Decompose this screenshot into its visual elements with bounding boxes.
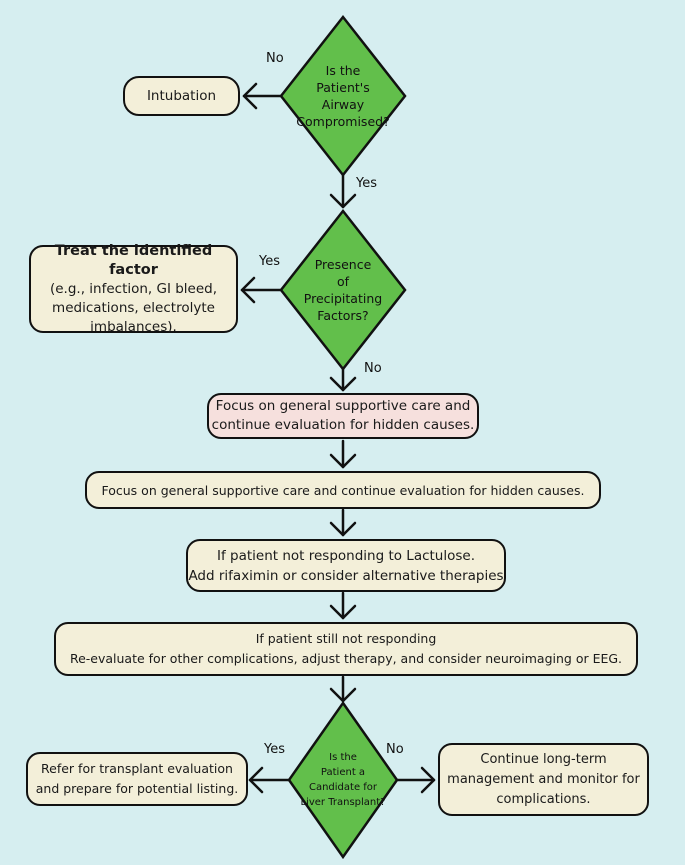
edge-label-precip-no: No [364,361,382,376]
intubation-box: Intubation [123,76,240,116]
arrowhead-still [329,604,357,620]
arrowhead-lactulose [329,521,357,537]
lactulose-box: If patient not responding to Lactulose. … [186,539,506,592]
arrowhead-pink [329,376,357,392]
arrowhead-transplant [329,687,357,703]
decision-transplant-label: Is the Patient a Candidate for Liver Tra… [300,752,386,808]
edge-label-airway-no: No [266,51,284,66]
decision-precipitating-label: Presence of Precipitating Factors? [303,257,383,323]
continue-management-box: Continue long-term management and monito… [438,743,649,816]
arrowhead-continue [420,766,436,794]
arrowhead-treat [240,276,256,304]
decision-airway-label: Is the Patient's Airway Compromised? [296,63,390,129]
edge-label-transplant-no: No [386,742,404,757]
edge-label-precip-yes: Yes [259,254,280,269]
supportive-care-highlight-box: Focus on general supportive care and con… [207,393,479,439]
arrowhead-precipitating [329,193,357,209]
arrowhead-wide [329,453,357,469]
edge-label-transplant-yes: Yes [264,742,285,757]
arrowhead-intubation [242,82,258,110]
refer-transplant-box: Refer for transplant evaluation and prep… [26,752,248,806]
decision-transplant-diamond [287,700,399,860]
edge-label-airway-yes: Yes [356,176,377,191]
arrowhead-refer [248,766,264,794]
supportive-care-box: Focus on general supportive care and con… [85,471,601,509]
still-not-responding-box: If patient still not responding Re-evalu… [54,622,638,676]
treat-factor-box: Treat the identified factor (e.g., infec… [29,243,238,335]
